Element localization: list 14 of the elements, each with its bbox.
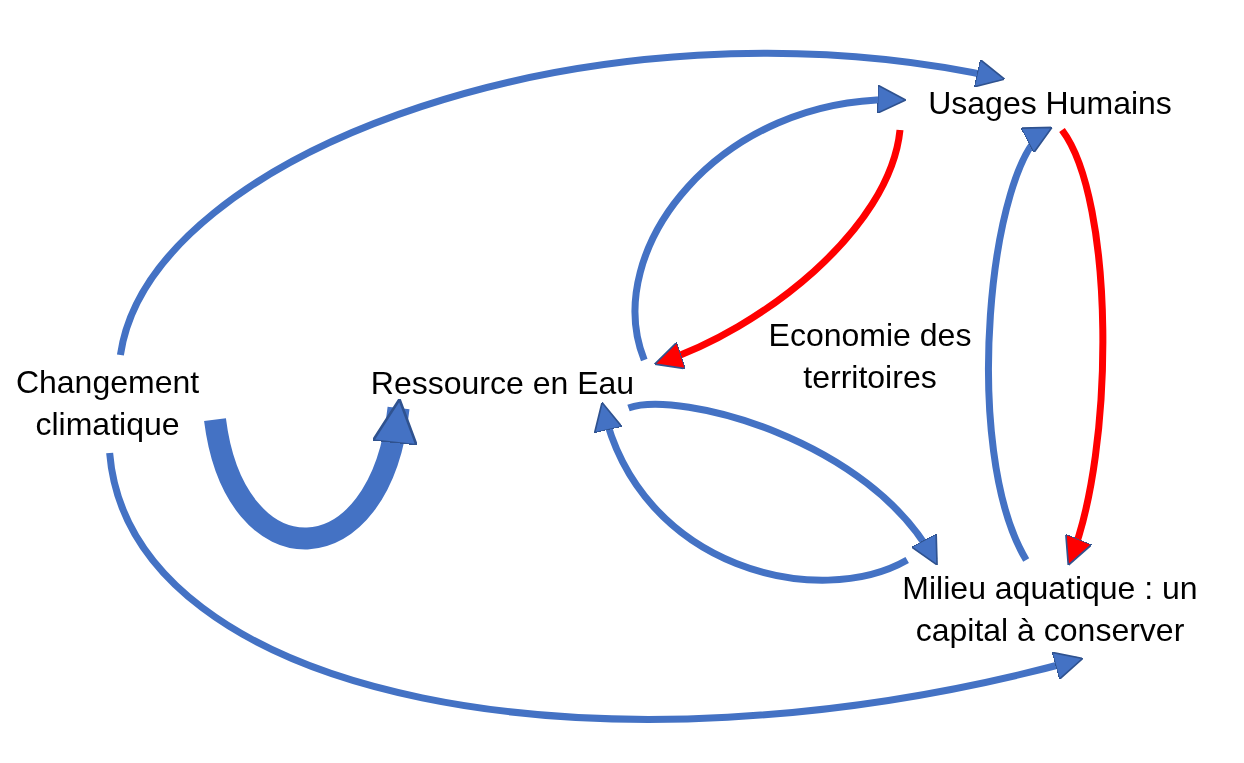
text-label: Economie des territoires [767, 316, 973, 397]
curved-arrow [985, 125, 1052, 562]
curved-arrow [106, 452, 1084, 723]
node-label: Milieu aquatique : un capital à conserver [901, 569, 1199, 650]
node-label: Ressource en Eau [370, 364, 635, 404]
node-label: Usages Humains [928, 84, 1172, 124]
curved-arrow [653, 129, 904, 369]
curved-arrow [204, 398, 416, 550]
curved-arrow [1058, 128, 1107, 567]
curved-arrow [631, 86, 907, 361]
node-label: Changement climatique [14, 363, 201, 444]
curved-arrow [627, 401, 939, 566]
curved-arrow [117, 50, 1006, 357]
curved-arrow [595, 401, 909, 584]
